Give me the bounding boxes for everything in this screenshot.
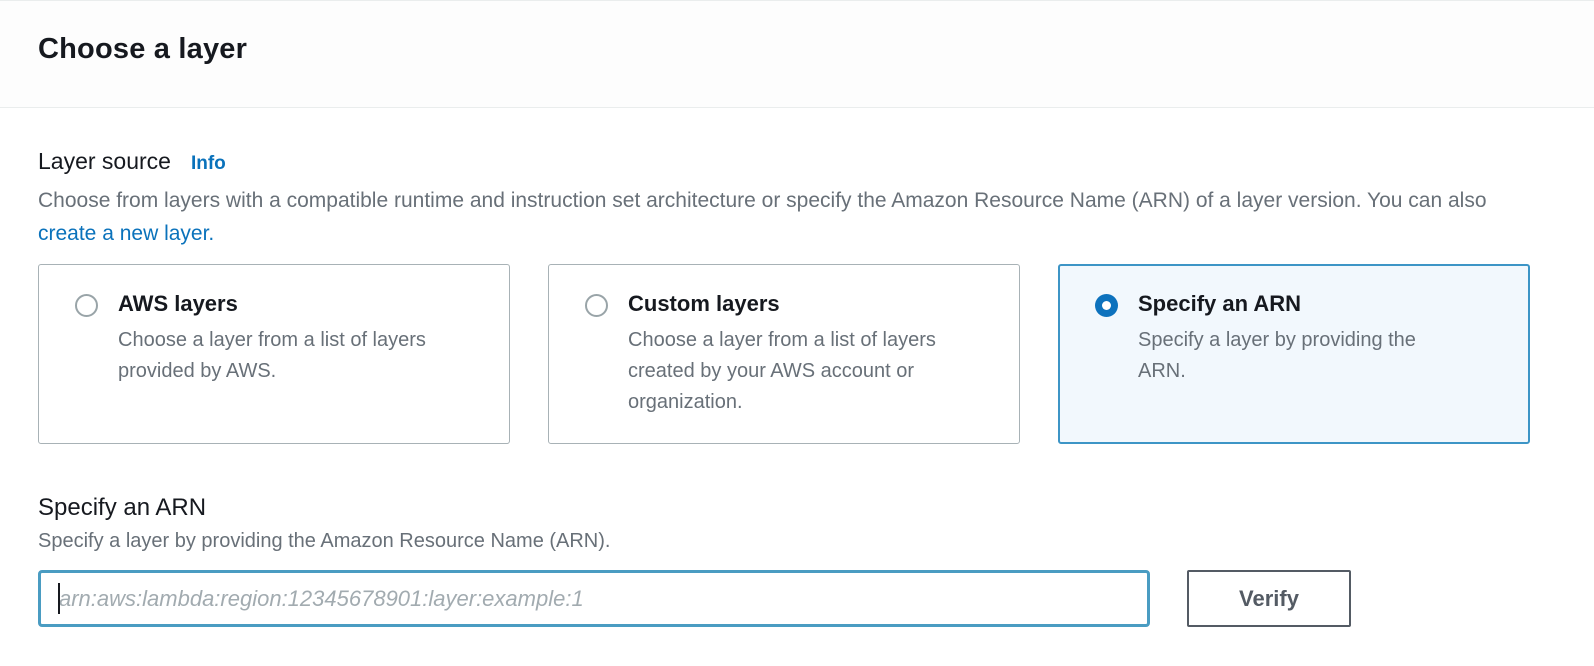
option-card-aws-layers[interactable]: AWS layers Choose a layer from a list of… [38, 264, 510, 444]
specify-arn-section: Specify an ARN Specify a layer by provid… [38, 494, 1530, 627]
radio-checked-icon[interactable] [1095, 294, 1118, 317]
layer-source-options: AWS layers Choose a layer from a list of… [38, 264, 1530, 444]
layer-source-label: Layer source [38, 148, 171, 174]
arn-input[interactable] [38, 570, 1150, 627]
option-title: Specify an ARN [1138, 291, 1302, 316]
arn-input-row: Verify [38, 570, 1530, 627]
panel-content: Layer source Info Choose from layers wit… [0, 108, 1594, 627]
specify-arn-title: Specify an ARN [38, 494, 207, 521]
create-new-layer-link[interactable]: create a new layer. [38, 222, 215, 245]
card-body: Custom layers Choose a layer from a list… [628, 291, 948, 418]
arn-input-wrapper [38, 570, 1150, 627]
radio-unchecked-icon[interactable] [75, 294, 98, 317]
info-link[interactable]: Info [190, 153, 226, 174]
option-description: Specify a layer by providing the ARN. [1138, 329, 1416, 382]
option-description: Choose a layer from a list of layers cre… [628, 329, 936, 413]
verify-button[interactable]: Verify [1187, 570, 1351, 627]
layer-source-description: Choose from layers with a compatible run… [38, 184, 1518, 250]
layer-source-header: Layer source Info [38, 148, 1530, 175]
layer-source-description-text: Choose from layers with a compatible run… [38, 189, 1487, 212]
card-body: Specify an ARN Specify a layer by provid… [1138, 291, 1458, 387]
option-title: AWS layers [118, 291, 238, 316]
text-cursor [58, 583, 60, 614]
page-title: Choose a layer [38, 33, 248, 65]
specify-arn-description: Specify a layer by providing the Amazon … [38, 530, 611, 552]
panel-header: Choose a layer [0, 1, 1594, 108]
option-card-custom-layers[interactable]: Custom layers Choose a layer from a list… [548, 264, 1020, 444]
radio-unchecked-icon[interactable] [585, 294, 608, 317]
card-body: AWS layers Choose a layer from a list of… [118, 291, 438, 387]
option-description: Choose a layer from a list of layers pro… [118, 329, 426, 382]
option-title: Custom layers [628, 291, 780, 316]
option-card-specify-arn[interactable]: Specify an ARN Specify a layer by provid… [1058, 264, 1530, 444]
